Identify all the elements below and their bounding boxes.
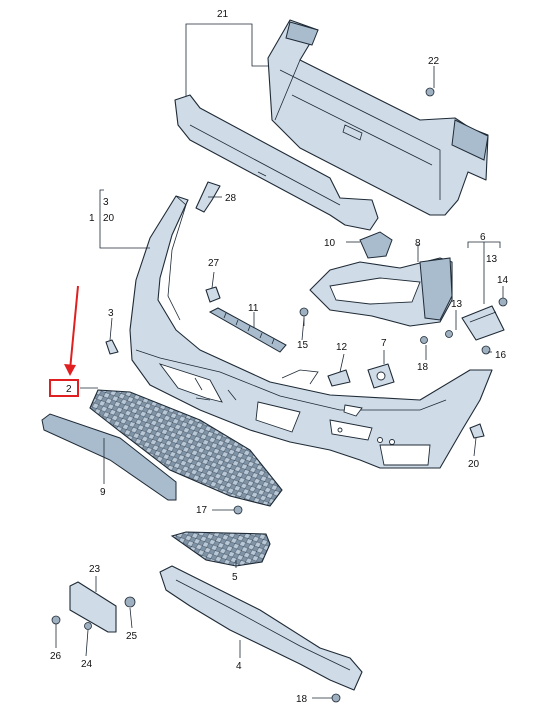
screw-part-16 [481, 345, 491, 355]
bracket-part-10 [359, 231, 393, 259]
screw-part-17 [233, 505, 243, 515]
leader-lines [55, 23, 504, 699]
callout-15: 15 [297, 340, 309, 351]
sensor-bracket-part-7 [367, 363, 395, 389]
spoiler-part-4 [159, 565, 363, 691]
callout-12: 12 [336, 342, 348, 353]
screw-part-15 [299, 307, 309, 326]
callout-5: 5 [232, 572, 238, 583]
callout-21: 21 [217, 9, 229, 20]
callout-11: 11 [248, 303, 259, 314]
callout-27: 27 [208, 258, 220, 269]
bumper-cover-part-1 [129, 195, 493, 469]
clip-part-3 [105, 339, 119, 355]
clip-part-25 [124, 596, 136, 608]
callout-25: 25 [126, 631, 138, 642]
callout-10: 10 [324, 238, 336, 249]
callout-9: 9 [100, 487, 106, 498]
plate-holder-part-23 [69, 581, 117, 633]
callout-13-upper: 13 [486, 254, 498, 265]
callout-28: 28 [225, 193, 237, 204]
callout-22: 22 [428, 56, 440, 67]
screw-part-18-upper [420, 336, 428, 344]
callout-14: 14 [497, 275, 509, 286]
callout-1: 1 [89, 213, 95, 224]
callout-2: 2 [66, 384, 72, 395]
callout-7: 7 [381, 338, 387, 349]
screw-part-22 [425, 87, 435, 97]
callout-8: 8 [415, 238, 421, 249]
screw-part-24 [84, 622, 92, 630]
screw-part-18-lower [331, 693, 341, 703]
screw-part-26 [51, 615, 61, 625]
callout-13-lower: 13 [451, 299, 463, 310]
callout-3-lower: 3 [108, 308, 114, 319]
strip-part-9 [41, 413, 177, 501]
callout-20-left: 20 [103, 213, 115, 224]
callout-26: 26 [50, 651, 62, 662]
callout-3-upper: 3 [103, 197, 109, 208]
bumper-carrier-part-21 [267, 19, 489, 216]
screw-part-13-b [445, 330, 453, 338]
clip-part-27 [205, 286, 221, 303]
callout-18-upper: 18 [417, 362, 429, 373]
callout-labels: 21 22 3 1 20 28 10 8 6 13 27 14 13 11 3 … [50, 9, 509, 705]
bracket-part-13 [461, 305, 505, 341]
callout-17: 17 [196, 505, 208, 516]
grille-part-2 [89, 389, 283, 507]
callout-24: 24 [81, 659, 93, 670]
highlight-marker [49, 285, 79, 397]
clip-part-20 [469, 423, 485, 439]
callout-18-lower: 18 [296, 694, 308, 705]
screw-part-14 [498, 297, 508, 307]
crossmember-bar [174, 94, 379, 231]
callout-4: 4 [236, 661, 242, 672]
cap-part-12 [327, 369, 351, 387]
callout-6: 6 [480, 232, 486, 243]
callout-23: 23 [89, 564, 101, 575]
callout-20-right: 20 [468, 459, 480, 470]
callout-16: 16 [495, 350, 507, 361]
trim-strip-part-11 [208, 307, 287, 353]
lower-grille-part-5 [170, 531, 271, 567]
fog-lamp-housing-part-8 [309, 257, 453, 327]
